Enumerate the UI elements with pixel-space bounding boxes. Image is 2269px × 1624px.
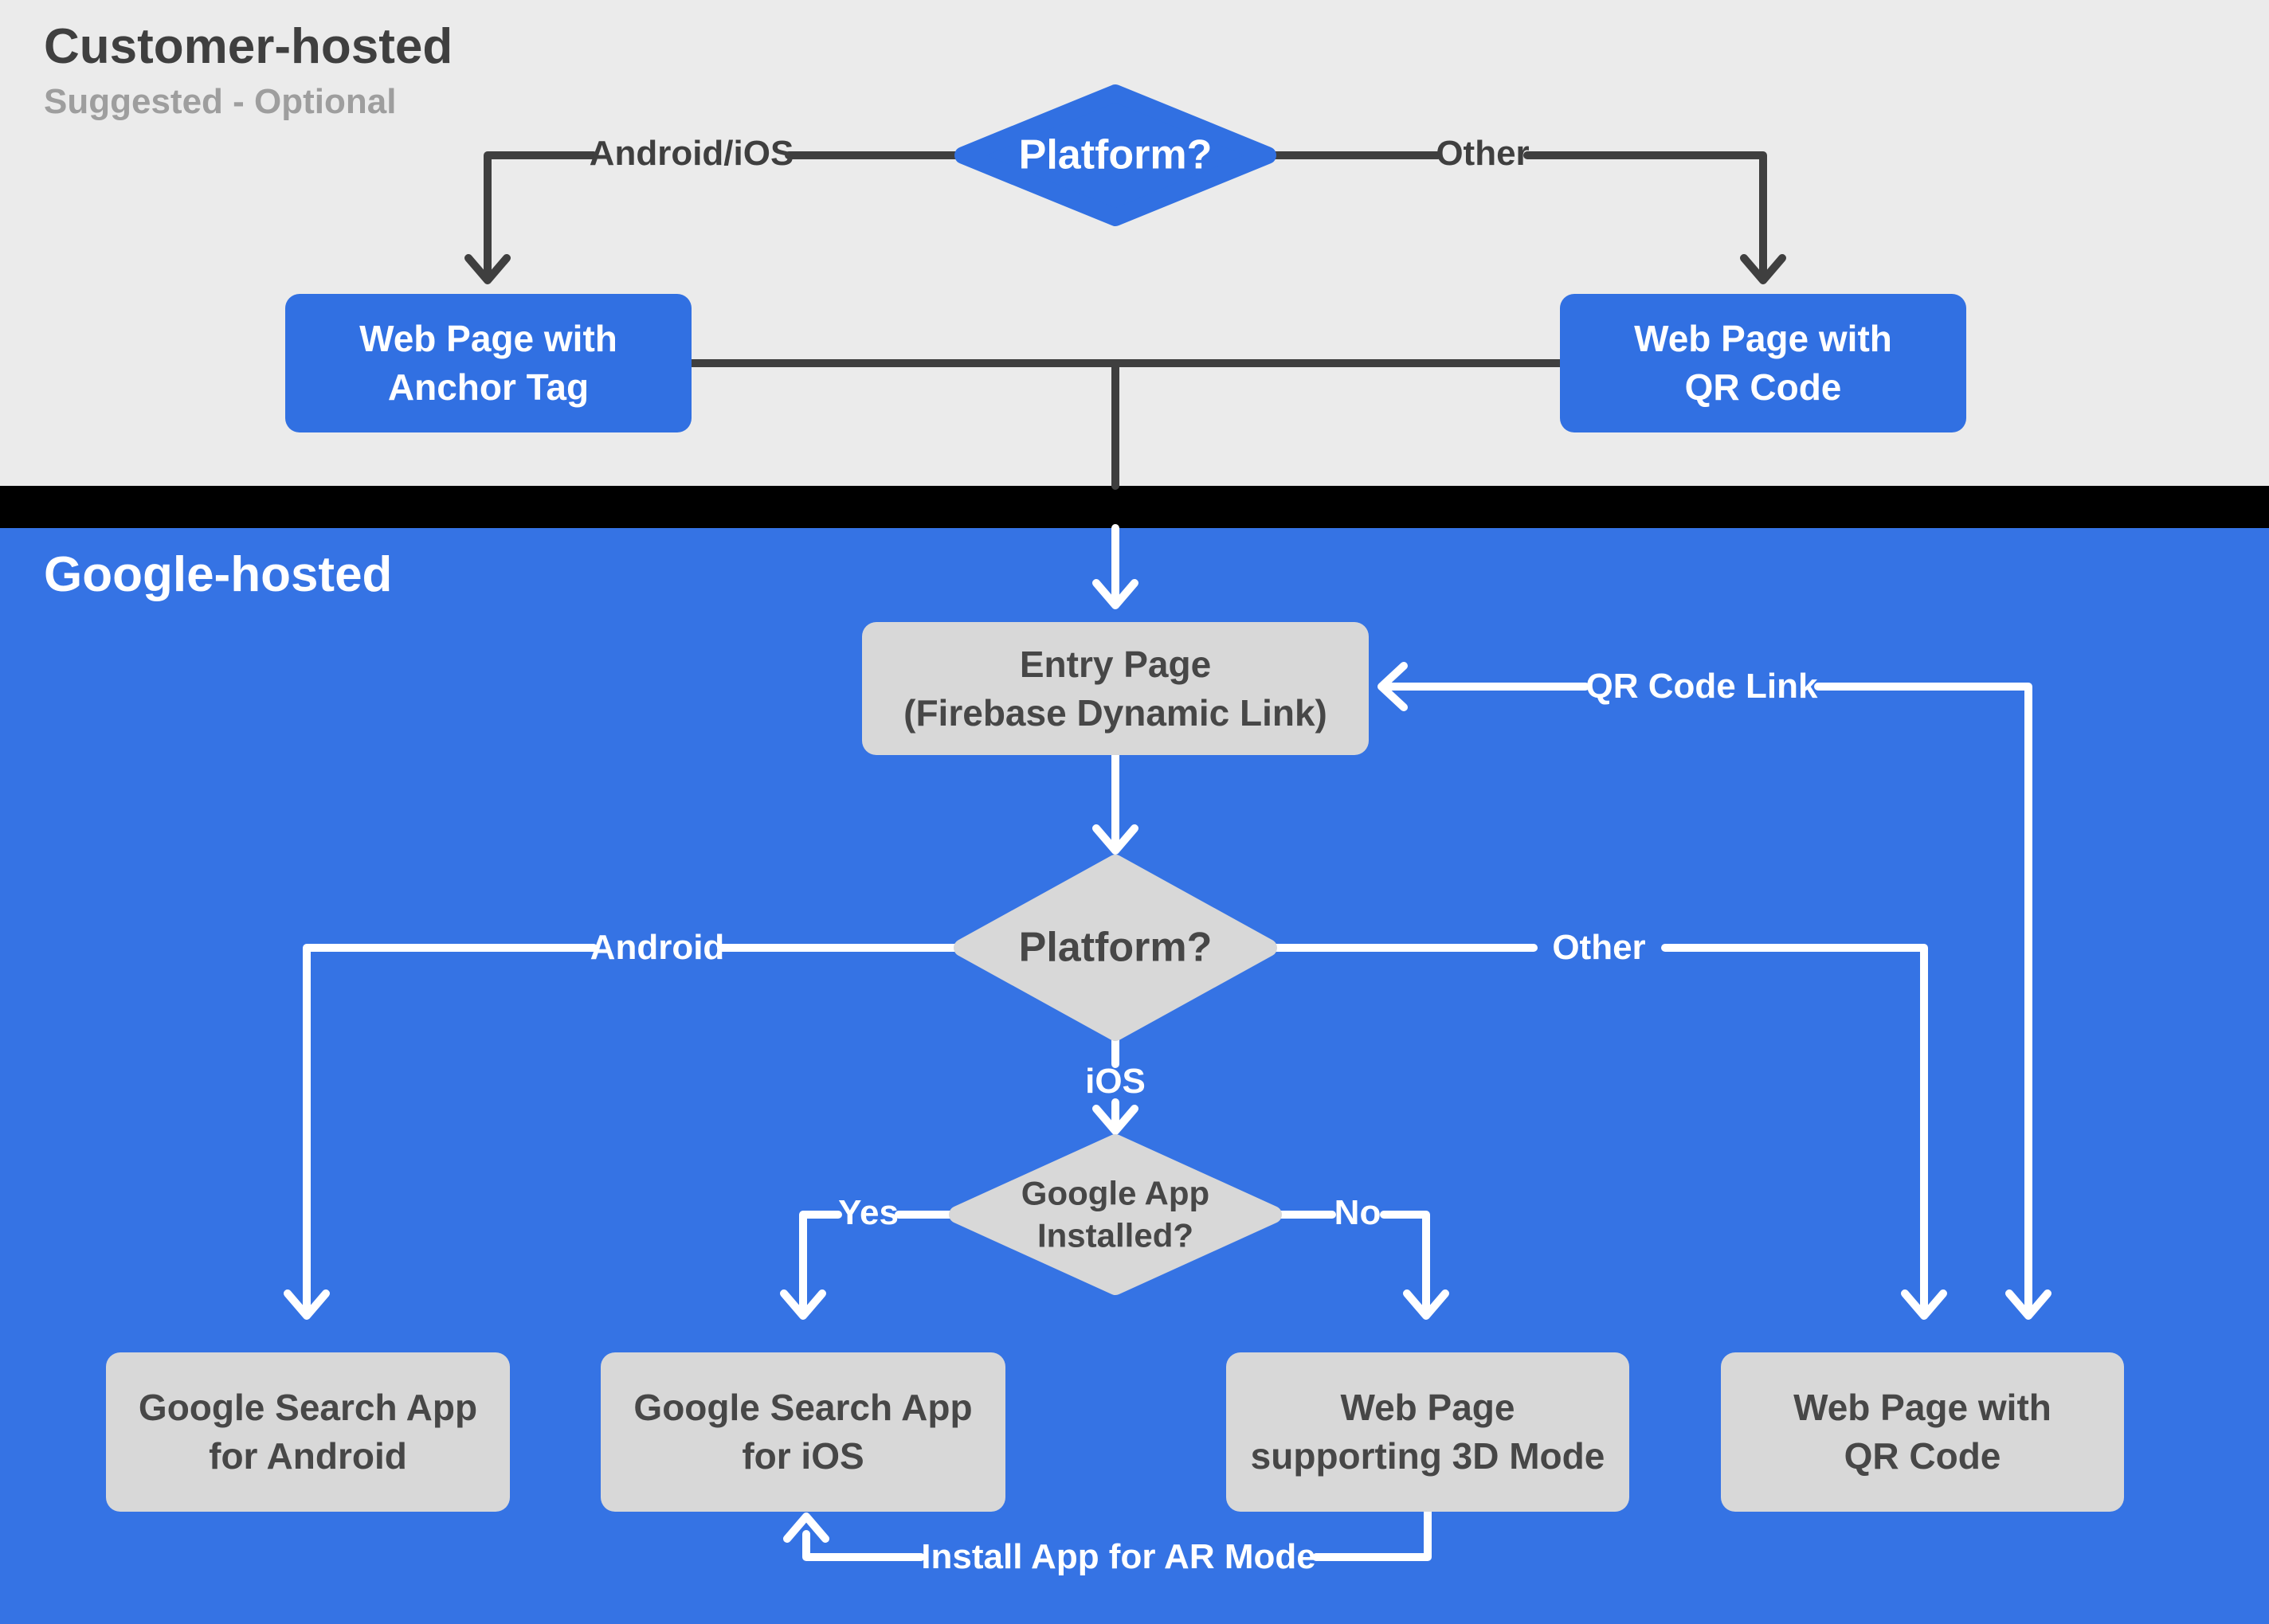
edge-android <box>284 944 966 1320</box>
node-web-page-anchor-tag: Web Page with Anchor Tag <box>285 294 692 432</box>
branch-label-ios: iOS <box>1085 1062 1146 1101</box>
qr-code-link-label: QR Code Link <box>1585 667 1818 706</box>
branch-label-android: Android <box>590 928 725 967</box>
google-title: Google-hosted <box>44 547 393 602</box>
edge-entry-to-platform <box>1092 751 1138 855</box>
node-search-app-android: Google Search App for Android <box>106 1352 510 1512</box>
app-installed-diamond-label: Google App Installed? <box>1021 1174 1210 1254</box>
branch-label-other-google: Other <box>1552 928 1646 967</box>
google-section-title: Google-hosted <box>44 547 393 602</box>
branch-label-other-top: Other <box>1436 134 1530 173</box>
branch-label-android-ios: Android/iOS <box>589 134 794 173</box>
dark-connectors <box>464 151 1786 490</box>
node-search-app-ios: Google Search App for iOS <box>601 1352 1005 1512</box>
white-connectors <box>284 524 2052 1561</box>
edge-no <box>1269 1211 1449 1320</box>
edge-yes <box>780 1211 962 1320</box>
install-ar-label: Install App for AR Mode <box>921 1537 1316 1576</box>
node-web-page-3d-mode: Web Page supporting 3D Mode <box>1226 1352 1629 1512</box>
customer-section-title: Customer-hosted Suggested - Optional <box>44 19 453 122</box>
edge-to-entry-dark <box>688 359 1564 490</box>
customer-title: Customer-hosted <box>44 19 453 74</box>
edge-other-right <box>1264 151 1786 284</box>
edge-other2 <box>1264 944 1947 1320</box>
node-web-page-qr-code-bottom: Web Page with QR Code <box>1721 1352 2124 1512</box>
branch-label-yes: Yes <box>838 1193 899 1232</box>
platform-diamond-google-label: Platform? <box>1018 924 1213 971</box>
edge-qr-code-link <box>1377 662 2052 1320</box>
edge-install-ar <box>783 1508 1432 1561</box>
section-divider <box>0 486 2269 528</box>
edge-androidios-left <box>464 151 967 284</box>
platform-diamond-google-shape <box>954 855 1277 1041</box>
node-web-page-qr-code-top: Web Page with QR Code <box>1560 294 1966 432</box>
edge-to-entry-white <box>1092 524 1138 609</box>
node-entry-page: Entry Page (Firebase Dynamic Link) <box>862 622 1369 755</box>
platform-diamond-top-shape <box>954 84 1276 226</box>
branch-label-no: No <box>1334 1193 1381 1232</box>
app-installed-diamond-shape <box>949 1134 1282 1295</box>
customer-subtitle: Suggested - Optional <box>44 82 397 122</box>
platform-diamond-top-label: Platform? <box>1018 131 1213 178</box>
